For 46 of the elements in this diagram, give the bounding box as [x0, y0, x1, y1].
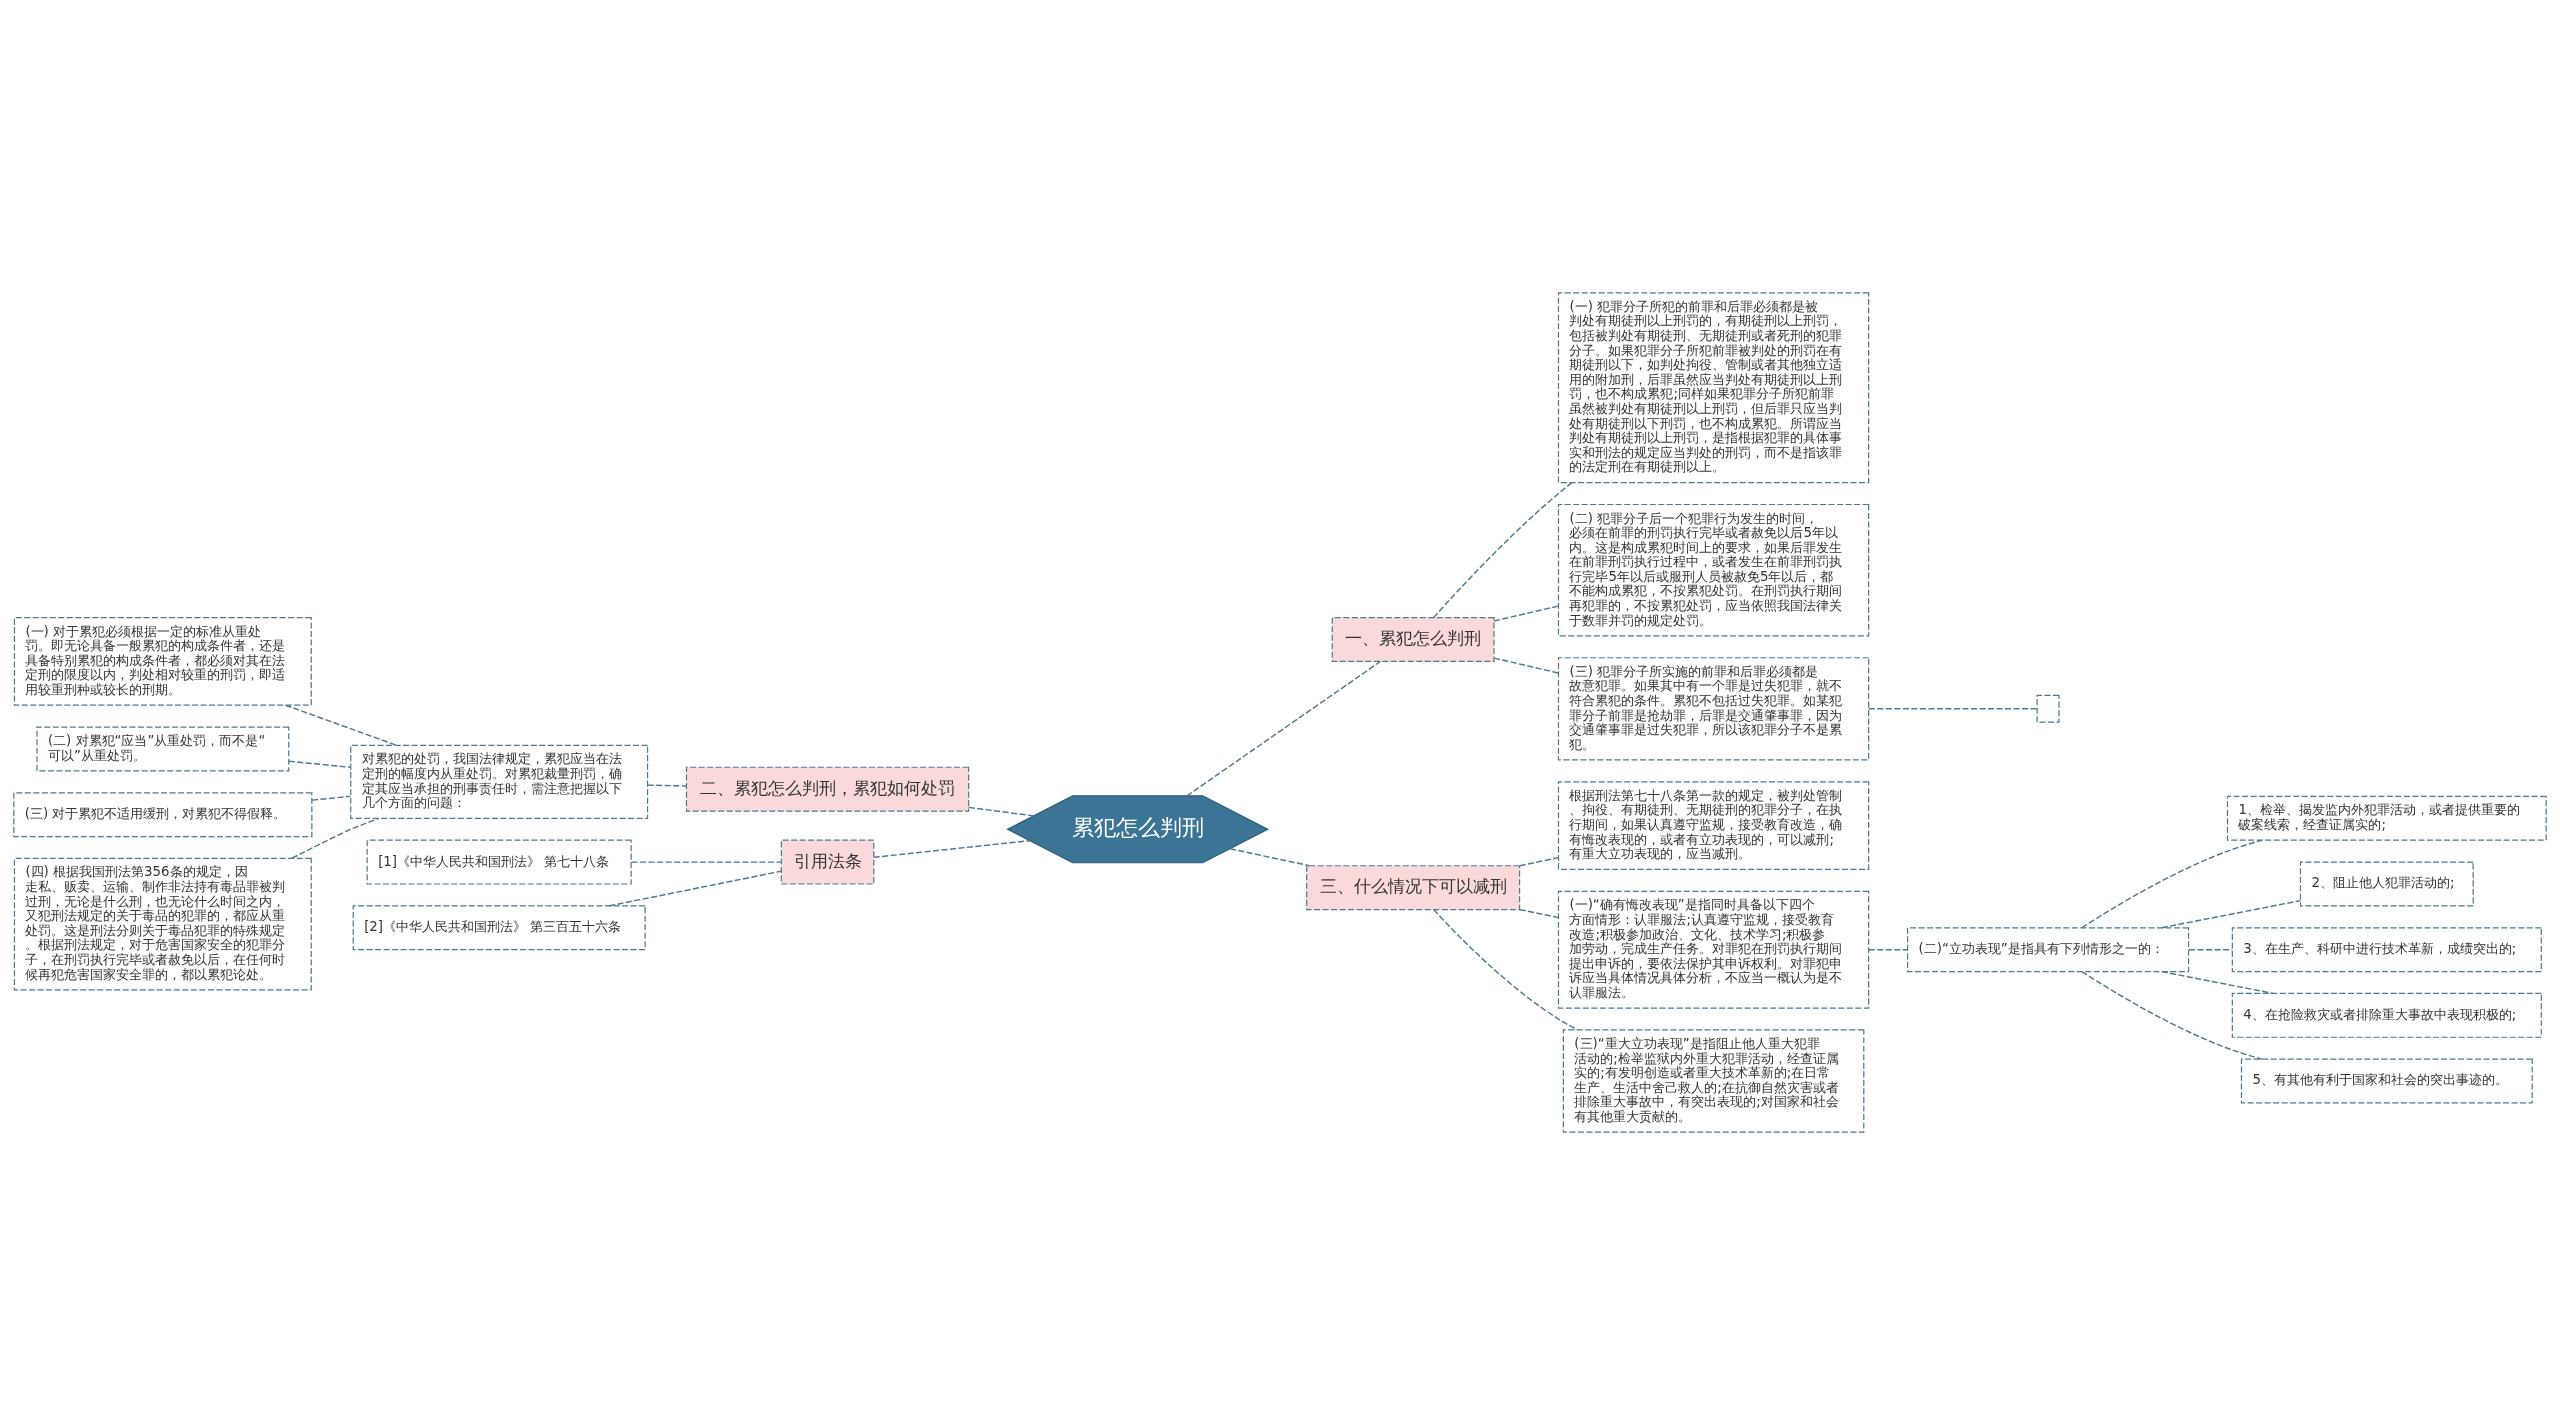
connector: [1519, 856, 1560, 867]
connector: [873, 839, 1031, 859]
connector: [646, 784, 687, 787]
node-box: (四) 根据我国刑法第356条的规定，因走私、贩卖、运输、制作非法持有毒品罪被判过刑，无论是什么刑，也无论什么时间之内，又犯刑法规定的关于毒品的犯罪的，都应从重处罚。这是刑法分则关于毒品犯罪的特殊规定。根据刑法规定，对于危害国家安全的犯罪分子，在刑罚执行完毕或者赦免以后，在任何时候再犯危害国家安全罪的，都以累犯论处。: [13, 857, 312, 991]
connector: [2081, 839, 2263, 929]
connector: [1493, 605, 1559, 622]
connector: [967, 806, 1034, 817]
connector: [1519, 908, 1560, 919]
node-box: (一) 犯罪分子所犯的前罪和后罪必须都是被判处有期徒刑以上刑罚的，有期徒刑以上刑罚，包括被判处有期徒刑、无期徒刑或者死刑的犯罪分子。如果犯罪分子所犯前罪被判处的刑罚在有期徒刑以下，如判处拘役、管制或者其他独立适用的附加刑，后罪虽然应当判处有期徒刑以上刑罚，也不构成累犯;同样如果犯罪分子所犯前罪虽然被判处有期徒刑以上刑罚，但后罪只应当判处有期徒刑以下刑罚，也不构成累犯。所谓应当判处有期徒刑以上刑罚，是指根据犯罪的具体事实和刑法的规定应当判处的刑罚，而不是指该罪的法定刑在有期徒刑以上。: [1557, 292, 1870, 484]
connector: [1433, 909, 1578, 1031]
node-box: 3、在生产、科研中进行技术革新，成绩突出的;: [2231, 927, 2542, 973]
node-box: [2]《中华人民共和国刑法》 第三百五十六条: [352, 905, 646, 951]
node-box: 5、有其他有利于国家和社会的突出事迹的。: [2240, 1058, 2533, 1104]
connector: [1433, 481, 1573, 619]
node-box: (二) 犯罪分子后一个犯罪行为发生的时间，必须在前罪的刑罚执行完毕或者赦免以后5年以内。这是构成累犯时间上的要求，如果后罪发生在前罪刑罚执行过程中，或者发生在前罪刑罚执行完毕5年以后或服刑人员被赦免5年以后，都不能构成累犯，不按累犯处罚。在刑罚执行期间再犯罪的，不按累犯处罚，应当依照我国法律关于数罪并罚的规定处罚。: [1557, 503, 1870, 637]
node-box: (二)“立功表现”是指具有下列情形之一的：: [1906, 927, 2190, 973]
connector: [1229, 848, 1311, 867]
node-box: 4、在抢险救灾或者排除重大事故中表现积极的;: [2231, 992, 2542, 1038]
connector: [630, 861, 782, 863]
node-box: 根据刑法第七十八条第一款的规定，被判处管制、拘役、有期徒刑、无期徒刑的犯罪分子，在执行期间，如果认真遵守监规，接受教育改造，确有悔改表现的，或者有立功表现的，可以减刑;有重大立功表现的，应当减刑。: [1557, 781, 1870, 870]
connector: [1867, 948, 1909, 951]
node-box: (一) 对于累犯必须根据一定的标准从重处罚。即无论具备一般累犯的构成条件者，还是具备特别累犯的构成条件者，都必须对其在法定刑的限度以内，判处相对较重的刑罚，即适用较重刑种或较长的刑期。: [13, 617, 312, 706]
node-box: 对累犯的处罚，我国法律规定，累犯应当在法定刑的幅度内从重处罚。对累犯裁量刑罚，确定其应当承担的刑事责任时，需注意把握以下几个方面的问题：: [350, 744, 649, 819]
node-box: 一、累犯怎么判刑: [1331, 617, 1495, 662]
connector: [311, 795, 352, 801]
connector: [2081, 971, 2263, 1060]
connector: [1186, 660, 1382, 797]
connector: [2161, 899, 2302, 929]
node-box: (三)“重大立功表现”是指阻止他人重大犯罪活动的;检举监狱内外重大犯罪活动，经查证属实的;有发明创造或者重大技术革新的;在日常生产、生活中舍己救人的;在抗御自然灾害或者排除重大事故中，有突出表现的;对国家和社会有其他重大贡献的。: [1562, 1029, 1865, 1133]
connector: [290, 817, 380, 860]
node-box: 1、检举、揭发监内外犯罪活动，或者提供重要的破案线索，经查证属实的;: [2226, 795, 2547, 841]
connector: [1867, 708, 2038, 710]
connector: [1493, 657, 1559, 674]
node-box: (二) 对累犯“应当”从重处罚，而不是“可以”从重处罚。: [36, 726, 290, 772]
node-box: 引用法条: [780, 839, 875, 885]
node-box: 2、阻止他人犯罪活动的;: [2299, 861, 2474, 907]
node-box: (一)“确有悔改表现”是指同时具备以下四个方面情形：认罪服法;认真遵守监规，接受教育改造;积极参加政治、文化、技术学习;积极参加劳动，完成生产任务。对罪犯在刑罚执行期间提出申诉的，要依法保护其申诉权利。对罪犯申诉应当具体情况具体分析，不应当一概认为是不认罪服法。: [1557, 890, 1870, 1009]
connector: [608, 870, 782, 907]
connector: [284, 704, 398, 746]
node-box: [1]《中华人民共和国刑法》 第七十八条: [366, 839, 632, 885]
node-box: (三) 对于累犯不适用缓刑，对累犯不得假释。: [13, 792, 313, 838]
node-box: 二、累犯怎么判刑，累犯如何处罚: [685, 766, 970, 812]
node-box: (三) 犯罪分子所实施的前罪和后罪必须都是故意犯罪。如果其中有一个罪是过失犯罪，就不符合累犯的条件。累犯不包括过失犯罪。如某犯罪分子前罪是抢劫罪，后罪是交通肇事罪，因为交通肇事罪是过失犯罪，所以该犯罪分子不是累犯。: [1557, 657, 1870, 761]
node-box: [2036, 694, 2060, 723]
connector: [288, 760, 351, 769]
node-box: 三、什么情况下可以减刑: [1306, 865, 1521, 911]
